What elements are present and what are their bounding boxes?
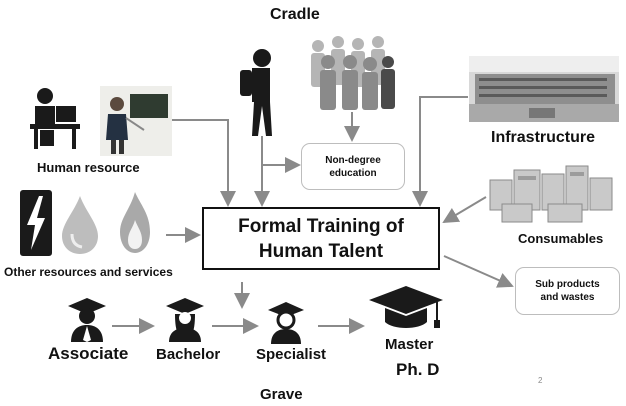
graduate-bachelor-icon	[166, 298, 204, 342]
arrow-sub-products	[443, 255, 514, 288]
building-icon	[469, 56, 619, 122]
desk-worker-icon	[30, 88, 80, 149]
other-resources-label: Other resources and services	[4, 265, 173, 279]
teacher-board-icon	[100, 86, 172, 156]
graduate-specialist-icon	[268, 302, 304, 344]
sub-products-line2: and wastes	[540, 292, 595, 303]
graduation-cap-icon	[369, 286, 443, 328]
master-label: Master	[385, 336, 434, 353]
phd-label: Ph. D	[396, 360, 440, 379]
graduate-associate-icon	[68, 298, 106, 342]
sub-products-box: Sub products and wastes	[515, 267, 620, 315]
cradle-label: Cradle	[270, 6, 320, 23]
formal-training-line2: Human Talent	[258, 240, 384, 262]
associate-label: Associate	[48, 344, 129, 363]
arrow-consumables	[442, 196, 487, 224]
bachelor-label: Bachelor	[156, 346, 221, 363]
water-drop-icon	[62, 196, 98, 254]
grave-label: Grave	[260, 386, 303, 403]
infrastructure-label: Infrastructure	[491, 129, 596, 146]
arrow-human-resource	[170, 119, 236, 207]
consumables-label: Consumables	[518, 231, 604, 246]
student-backpack-icon	[240, 49, 272, 136]
non-degree-line1: Non-degree	[325, 154, 381, 166]
sub-products-line1: Sub products	[535, 279, 600, 290]
human-resource-label: Human resource	[37, 160, 140, 175]
page-mark: 2	[538, 376, 543, 385]
consumables-icon	[489, 165, 613, 223]
flame-icon	[120, 192, 150, 253]
arrow-infrastructure	[412, 96, 468, 207]
specialist-label: Specialist	[256, 346, 327, 363]
non-degree-education-box: Non-degree education	[301, 143, 405, 190]
formal-training-line1: Formal Training of	[238, 215, 404, 237]
crowd-icon	[311, 36, 395, 110]
formal-training-box: Formal Training of Human Talent	[202, 207, 440, 270]
lightning-icon	[20, 190, 52, 256]
non-degree-line2: education	[329, 167, 377, 179]
